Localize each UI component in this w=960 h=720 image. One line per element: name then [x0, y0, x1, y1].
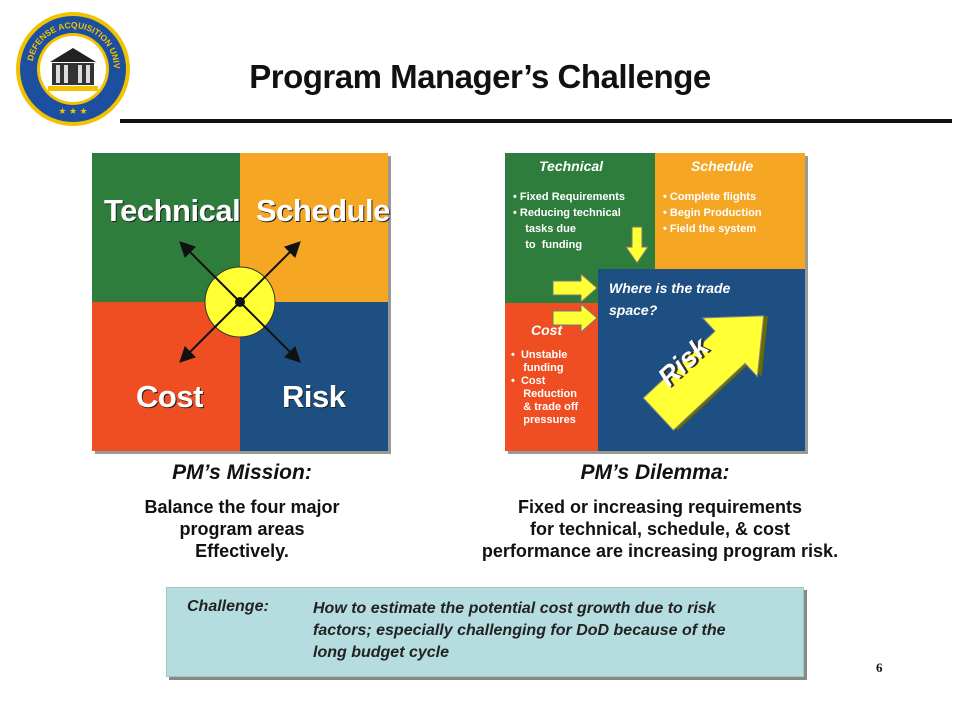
label-schedule: Schedule: [256, 193, 390, 228]
label-risk: Risk: [282, 379, 346, 414]
balance-arrows-icon: [179, 241, 301, 363]
challenge-text: How to estimate the potential cost growt…: [313, 600, 726, 661]
pressure-arrows-icon: [552, 226, 768, 431]
label-technical: Technical: [104, 193, 241, 228]
page-title: Program Manager’s Challenge: [249, 58, 711, 95]
dilemma-cost-bullets: • Unstable funding • Cost Reduction & tr…: [511, 349, 579, 426]
university-seal-icon: DEFENSE ACQUISITION UNIVERSITY ★ ★ ★: [14, 10, 130, 126]
dilemma-technical-bullets: • Fixed Requirements • Reducing technica…: [513, 191, 626, 251]
challenge-box: Challenge: How to estimate the potential…: [166, 587, 804, 677]
dilemma-cost-heading: Cost: [531, 322, 563, 338]
title-divider: [120, 119, 952, 123]
mission-text: Balance the four major program areas Eff…: [144, 497, 340, 561]
mission-quadrant-chart: Technical Schedule Cost Risk: [92, 153, 390, 451]
mission-heading: PM’s Mission:: [172, 461, 312, 484]
label-cost: Cost: [136, 379, 203, 414]
page-number: 6: [876, 660, 883, 675]
dilemma-diagram: Technical • Fixed Requirements • Reducin…: [505, 153, 805, 451]
dilemma-schedule-heading: Schedule: [691, 158, 754, 174]
svg-text:★ ★ ★: ★ ★ ★: [58, 106, 87, 116]
dilemma-technical-heading: Technical: [539, 158, 604, 174]
challenge-label: Challenge:: [187, 598, 269, 615]
trade-space-question: Where is the trade space?: [609, 280, 731, 318]
dilemma-text: Fixed or increasing requirements for tec…: [481, 497, 839, 561]
dilemma-schedule-bullets: • Complete flights • Begin Production • …: [663, 191, 762, 235]
dilemma-heading: PM’s Dilemma:: [580, 461, 730, 484]
